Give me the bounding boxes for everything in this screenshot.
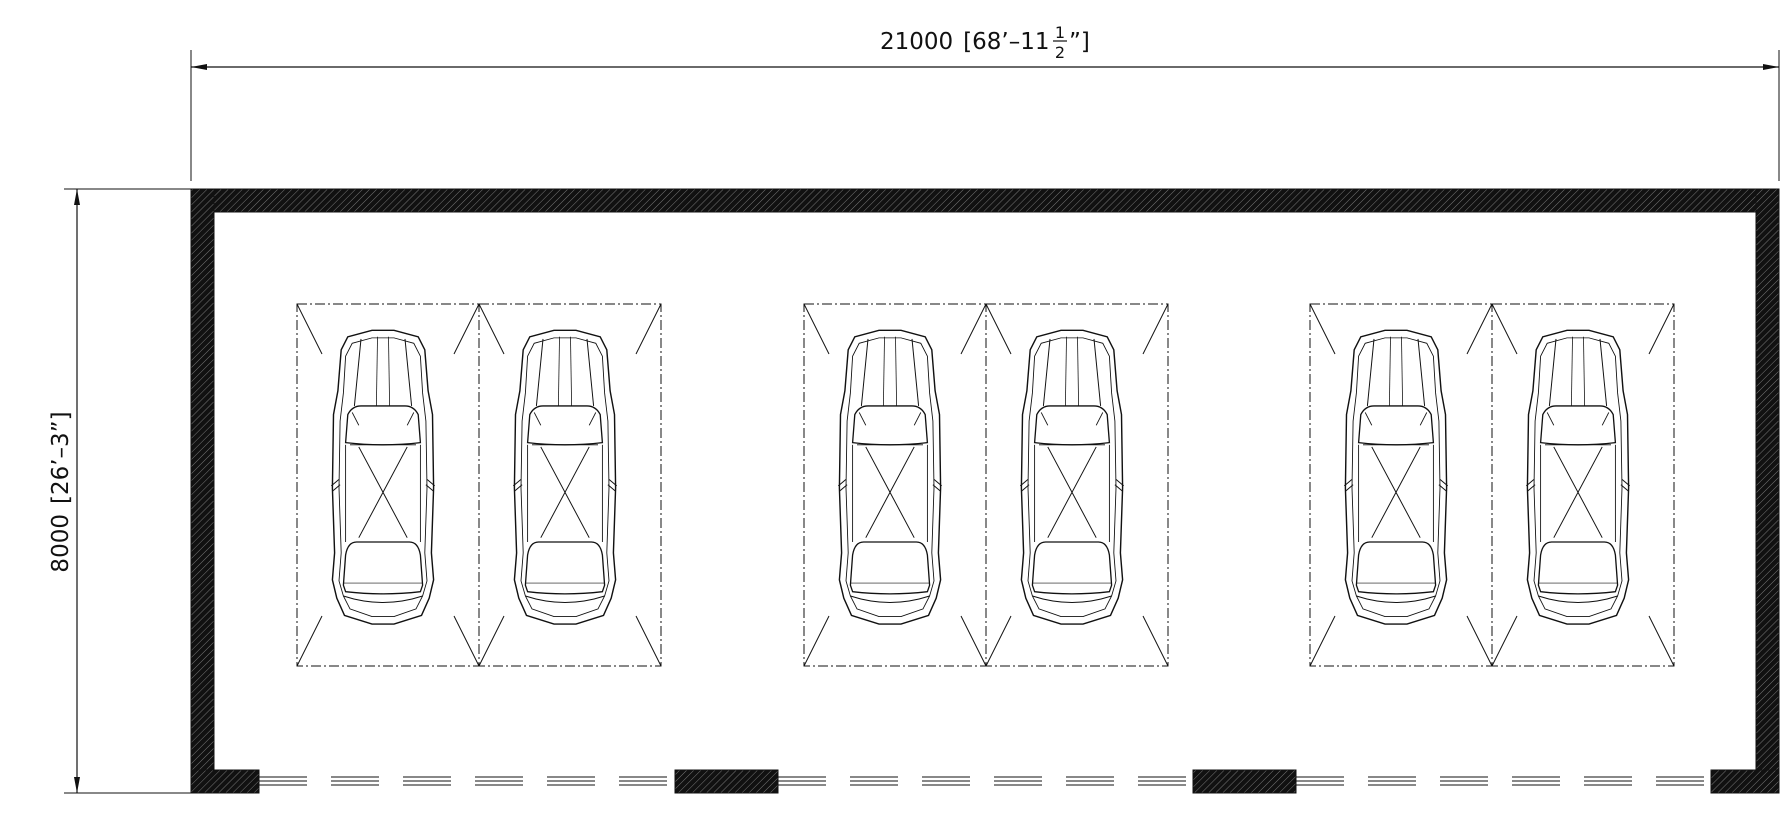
- space-corner-marks: [803, 303, 1169, 667]
- parking-bay-2: [803, 303, 1169, 667]
- door-opening-1: [259, 776, 675, 786]
- wall-right: [1755, 188, 1780, 794]
- wall-pier-center-right: [1192, 769, 1297, 794]
- width-value-text: 21000[68’–11: [880, 29, 1050, 55]
- wall-left: [190, 188, 215, 794]
- wall-pier-right: [1710, 769, 1780, 794]
- parking-bay-3: [1309, 303, 1675, 667]
- car-icon: [1019, 329, 1125, 625]
- car-icon: [837, 329, 943, 625]
- width-fraction-denominator: 2: [1055, 43, 1065, 62]
- car-icon: [1525, 329, 1631, 625]
- wall-top: [190, 188, 1780, 213]
- car-icon: [1343, 329, 1449, 625]
- width-fraction-close: ”]: [1069, 29, 1090, 55]
- space-corner-marks: [296, 303, 662, 667]
- height-dimension: 8000[26’–3”]: [48, 188, 191, 794]
- parking-space: [296, 303, 662, 667]
- wall-pier-center-left: [674, 769, 779, 794]
- parking-space: [803, 303, 1169, 667]
- height-value-text: 8000[26’–3”]: [48, 411, 74, 572]
- parking-bay-1: [296, 303, 662, 667]
- parking-space: [1309, 303, 1675, 667]
- space-corner-marks: [1309, 303, 1675, 667]
- width-fraction-numerator: 1: [1055, 23, 1065, 42]
- parking-bays: [296, 303, 1675, 667]
- car-icon: [330, 329, 436, 625]
- wall-pier-left: [190, 769, 260, 794]
- width-dimension: 21000[68’–11 1 2 ”]: [190, 23, 1780, 181]
- garage-walls: [190, 188, 1780, 794]
- car-icon: [512, 329, 618, 625]
- garage-doors: [259, 776, 1711, 786]
- door-opening-2: [778, 776, 1193, 786]
- door-opening-3: [1296, 776, 1711, 786]
